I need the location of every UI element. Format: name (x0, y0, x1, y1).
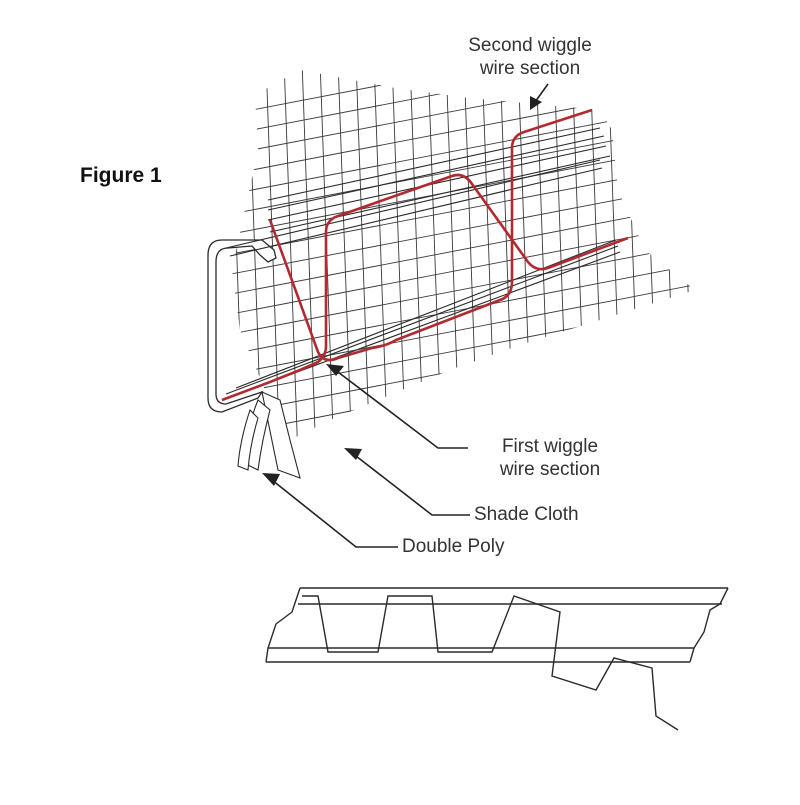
leader-arrows (271, 83, 549, 548)
section-wiggle-wire (302, 595, 679, 731)
channel-back-lines (267, 127, 611, 233)
section-left-break (265, 587, 301, 663)
mesh-line (463, 70, 479, 440)
second-wiggle-wire (268, 108, 593, 362)
mesh-line (283, 70, 299, 440)
shade-cloth-label: Shade Cloth (474, 504, 579, 525)
second-wiggle-label: Second wiggle wire section (446, 34, 614, 80)
mesh-line (232, 259, 695, 361)
mesh-line (232, 199, 695, 301)
mesh-line (643, 70, 659, 440)
mesh-line (535, 70, 551, 440)
second-wiggle-label-line1: Second wiggle (468, 35, 592, 56)
mesh-line (232, 219, 695, 321)
arrow-second-wiggle (534, 83, 549, 103)
wiggle-wire (221, 108, 629, 402)
mesh-line (409, 70, 425, 440)
section-right-break (689, 587, 729, 663)
mesh-line (301, 70, 317, 440)
mesh-line (607, 70, 623, 440)
mesh-line (661, 70, 677, 440)
mesh-line (232, 99, 695, 201)
first-wiggle-wire (221, 173, 629, 402)
arrow-shade-cloth (355, 455, 470, 516)
mesh-line (355, 70, 371, 440)
first-wiggle-label: First wiggle wire section (476, 435, 624, 481)
first-wiggle-label-line1: First wiggle (501, 436, 599, 457)
second-wiggle-label-line2: wire section (479, 58, 581, 79)
mesh-line (625, 70, 641, 440)
arrow-double-poly (271, 479, 398, 548)
mesh-line (391, 70, 407, 440)
mesh-line (232, 119, 695, 221)
figure-title: Figure 1 (80, 164, 162, 187)
mesh-line (373, 70, 389, 440)
mesh-line (445, 70, 461, 440)
arrow-heads (262, 96, 542, 486)
mesh-line (232, 79, 695, 181)
mesh-line (481, 70, 497, 440)
mesh-line (337, 70, 353, 440)
mesh-line (571, 70, 587, 440)
mesh-line (679, 70, 695, 440)
cross-section-detail (265, 587, 729, 731)
mesh-line (232, 279, 695, 381)
first-wiggle-label-line2: wire section (499, 459, 601, 480)
arrow-first-wiggle (337, 371, 468, 449)
mesh-line (232, 70, 695, 121)
mesh-line (427, 70, 443, 440)
mesh-line (232, 239, 695, 341)
hanging-cloth (237, 391, 301, 479)
double-poly-label: Double Poly (402, 536, 505, 557)
